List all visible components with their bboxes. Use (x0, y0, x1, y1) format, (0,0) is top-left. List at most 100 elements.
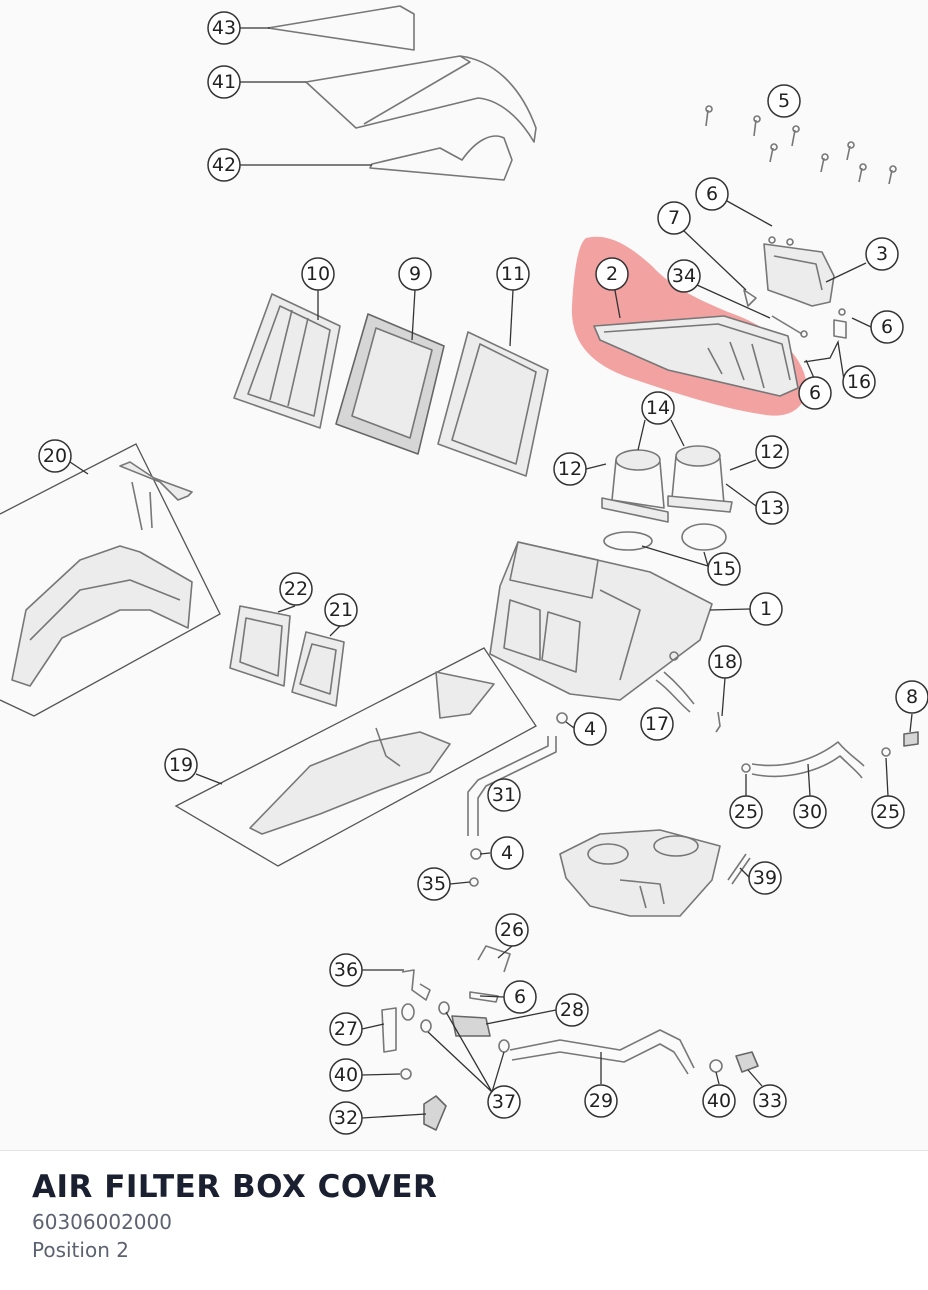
part-40-caps (400, 1059, 723, 1080)
svg-text:5: 5 (778, 90, 790, 112)
callout-31: 31 (487, 778, 521, 812)
svg-text:32: 32 (334, 1107, 358, 1129)
svg-text:9: 9 (409, 263, 421, 285)
throttle-body (559, 829, 721, 917)
callout-4b: 4 (490, 836, 524, 870)
part-3-bracket (763, 236, 835, 307)
svg-text:4: 4 (584, 718, 596, 740)
svg-text:33: 33 (758, 1090, 782, 1112)
callout-6a: 6 (695, 177, 729, 211)
callout-13: 13 (755, 491, 789, 525)
callout-9: 9 (398, 257, 432, 291)
part-35-screw (469, 877, 479, 887)
callout-39: 39 (748, 861, 782, 895)
callout-30: 30 (793, 795, 827, 829)
callout-32: 32 (329, 1101, 363, 1135)
part-6-screw-bottom (469, 991, 499, 1003)
svg-text:16: 16 (847, 371, 871, 393)
part-28-valve (451, 1015, 491, 1037)
callout-17: 17 (640, 707, 674, 741)
svg-text:13: 13 (760, 497, 784, 519)
svg-text:37: 37 (492, 1091, 516, 1113)
callout-22: 22 (279, 572, 313, 606)
callout-34: 34 (667, 259, 701, 293)
svg-text:10: 10 (306, 263, 330, 285)
box-part-19 (174, 647, 537, 867)
part-2-airbox-cover (593, 315, 799, 397)
part-16-sensor (833, 308, 847, 339)
callout-3: 3 (865, 237, 899, 271)
svg-text:35: 35 (422, 873, 446, 895)
svg-text:12: 12 (558, 458, 582, 480)
svg-text:14: 14 (646, 397, 670, 419)
part-18-clamp (669, 651, 721, 733)
part-43-panel (267, 5, 415, 51)
svg-text:28: 28 (560, 999, 584, 1021)
svg-text:27: 27 (334, 1018, 358, 1040)
svg-text:40: 40 (334, 1064, 358, 1086)
part-25-clamps (741, 747, 891, 773)
callout-14: 14 (641, 391, 675, 425)
callout-35: 35 (417, 867, 451, 901)
part-8-sensor (903, 731, 919, 747)
svg-text:2: 2 (606, 263, 618, 285)
part-22-duct (229, 605, 291, 687)
svg-text:26: 26 (500, 919, 524, 941)
part-34-screw (771, 315, 808, 338)
leader-lines (69, 27, 913, 1119)
part-27-hose (381, 1003, 415, 1053)
callout-8: 8 (895, 680, 928, 714)
callout-33: 33 (753, 1084, 787, 1118)
svg-text:22: 22 (284, 578, 308, 600)
svg-text:36: 36 (334, 959, 358, 981)
divider (0, 1150, 928, 1151)
callout-29: 29 (584, 1084, 618, 1118)
svg-text:39: 39 (753, 867, 777, 889)
svg-text:11: 11 (501, 263, 525, 285)
callout-19: 19 (164, 748, 198, 782)
part-9-filter (335, 313, 445, 455)
callout-43: 43 (207, 11, 241, 45)
callout-16: 16 (842, 365, 876, 399)
callout-42: 42 (207, 148, 241, 182)
callout-25a: 25 (729, 795, 763, 829)
svg-text:18: 18 (713, 651, 737, 673)
part-10-filter (233, 293, 341, 429)
callout-6c: 6 (798, 376, 832, 410)
svg-text:31: 31 (492, 784, 516, 806)
svg-text:4: 4 (501, 842, 513, 864)
callout-6d: 6 (503, 980, 537, 1014)
part-1-airbox (489, 541, 713, 701)
svg-text:6: 6 (706, 183, 718, 205)
part-position: Position 2 (32, 1238, 129, 1262)
part-36-hose (401, 969, 431, 1001)
part-title: AIR FILTER BOX COVER (32, 1169, 438, 1205)
svg-text:43: 43 (212, 17, 236, 39)
part-19-duct (249, 671, 495, 835)
callout-12b: 12 (755, 435, 789, 469)
callout-4a: 4 (573, 712, 607, 746)
svg-text:8: 8 (906, 686, 918, 708)
svg-text:1: 1 (760, 598, 772, 620)
part-33-sensor (735, 1051, 759, 1073)
svg-text:25: 25 (734, 801, 758, 823)
svg-text:19: 19 (169, 754, 193, 776)
part-20-duct (11, 461, 193, 687)
svg-text:40: 40 (707, 1090, 731, 1112)
svg-text:17: 17 (645, 713, 669, 735)
part-29-hose (509, 1029, 695, 1075)
part-26-bracket (477, 945, 511, 973)
svg-text:42: 42 (212, 154, 236, 176)
part-42-panel (369, 135, 513, 181)
callout-27: 27 (329, 1012, 363, 1046)
callout-2: 2 (595, 257, 629, 291)
screws-part-5 (705, 105, 897, 185)
callout-6b: 6 (870, 310, 904, 344)
svg-text:3: 3 (876, 243, 888, 265)
svg-text:15: 15 (712, 558, 736, 580)
part-21-duct (291, 631, 345, 707)
callout-25b: 25 (871, 795, 905, 829)
callout-40a: 40 (329, 1058, 363, 1092)
callout-7: 7 (657, 201, 691, 235)
callout-37: 37 (487, 1085, 521, 1119)
